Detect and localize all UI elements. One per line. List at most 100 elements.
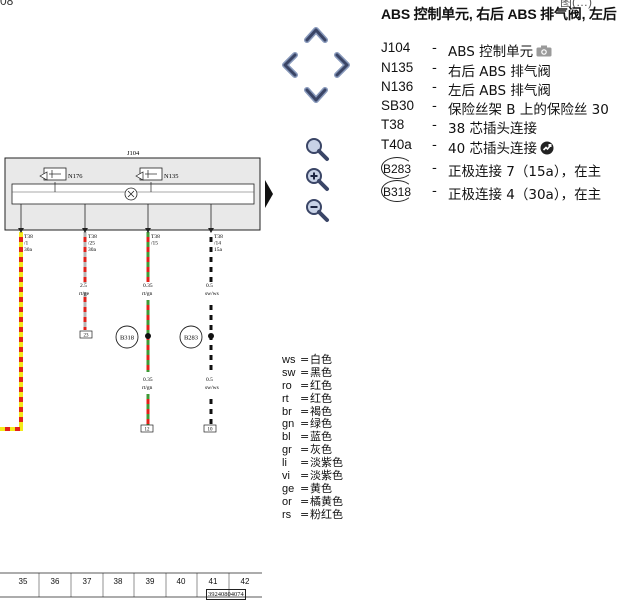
colour-code: ro <box>282 379 292 392</box>
chevron-down-icon <box>304 87 328 103</box>
colour-code: sw <box>282 366 296 379</box>
colour-equals: = <box>300 456 310 470</box>
colour-equals: = <box>300 378 310 392</box>
connector-icon[interactable] <box>540 141 554 155</box>
colour-code: rs <box>282 508 292 521</box>
colour-code: bl <box>282 431 291 444</box>
pin-label: 30a <box>88 247 97 253</box>
connector-label: B318 <box>120 335 134 342</box>
colour-name: 绿色 <box>310 417 332 431</box>
wire-colour-label: rt/ge <box>79 291 90 297</box>
pin-label: /25 <box>88 241 95 247</box>
document-number: 39240804074 <box>206 589 246 600</box>
zoom-in-button[interactable] <box>304 166 330 192</box>
valve-label: N135 <box>164 173 178 180</box>
colour-name: 粉红色 <box>310 507 343 521</box>
colour-name: 黄色 <box>310 481 332 495</box>
pin-label: /15 <box>151 241 158 247</box>
legend-description: 40 芯插头连接 <box>448 137 554 157</box>
magnifier-icon <box>306 138 329 161</box>
camera-icon[interactable] <box>536 45 552 57</box>
solenoid-valve: N135 <box>135 167 178 192</box>
colour-name: 白色 <box>310 353 332 366</box>
scale-number: 42 <box>240 577 250 586</box>
colour-code: br <box>282 405 292 418</box>
reference-label: 23 <box>84 334 90 339</box>
colour-name: 褐色 <box>310 404 332 418</box>
colour-name: 淡紫色 <box>310 469 343 483</box>
colour-equals: = <box>300 494 310 508</box>
scale-number: 35 <box>18 577 28 586</box>
colour-equals: = <box>300 430 310 444</box>
zoom-in-icon <box>306 168 329 191</box>
wire-colour-label: sw/ws <box>205 385 219 391</box>
colour-code: ge <box>282 482 295 495</box>
legend-description-text: 右后 ABS 排气阀 <box>448 64 551 80</box>
legend-separator: - <box>432 40 437 56</box>
page-fragment-label-right: 图(…) <box>560 0 592 9</box>
continuation-arrow <box>265 180 273 208</box>
colour-name: 黑色 <box>310 365 332 379</box>
legend-description: 保险丝架 B 上的保险丝 30 <box>448 98 609 118</box>
connector-circle <box>179 325 203 349</box>
wire-size-label: 2.5 <box>80 283 87 289</box>
reference-label: 10 <box>208 428 214 433</box>
connector-circle <box>115 325 139 349</box>
colour-code: gn <box>282 418 295 431</box>
legend-separator: - <box>432 60 437 76</box>
colour-code: or <box>282 495 292 508</box>
wire-colour-label: sw/ws <box>205 291 219 297</box>
reference-box <box>140 424 154 433</box>
connector-label: B283 <box>184 335 198 342</box>
colour-code: li <box>282 457 287 470</box>
pin-arrow <box>82 228 88 233</box>
legend-description: 正极连接 4（30a），在主 <box>448 183 601 203</box>
legend-code: N136 <box>381 79 414 94</box>
scale-number: 40 <box>176 577 186 586</box>
legend-description: ABS 控制单元 <box>448 40 552 60</box>
legend-separator: - <box>432 117 437 133</box>
legend-description-text: 左后 ABS 排气阀 <box>448 83 551 99</box>
pin-arrow <box>208 228 214 233</box>
zoom-out-button[interactable] <box>304 197 330 223</box>
pin-label: /1 <box>24 241 29 247</box>
legend-code: N135 <box>381 60 414 75</box>
colour-name: 蓝色 <box>310 430 332 444</box>
pin-arrow <box>145 228 151 233</box>
colour-name: 灰色 <box>310 443 332 457</box>
legend-connector-code[interactable]: B318 <box>381 180 413 202</box>
pin-label: /14 <box>214 241 221 247</box>
zoom-out-icon <box>306 199 329 222</box>
wire-size-label: 0.35 <box>143 377 153 383</box>
wire-colour-label: rt/gn <box>142 385 153 391</box>
wire-size-label: 0.35 <box>143 283 153 289</box>
colour-equals: = <box>300 365 310 379</box>
pan-down-button[interactable] <box>304 85 328 105</box>
zoom-fit-button[interactable] <box>304 136 330 162</box>
wire-size-label: 0.5 <box>206 377 213 383</box>
pin-label: T38 <box>88 234 97 240</box>
scale-number: 41 <box>208 577 218 586</box>
legend-connector-code[interactable]: B283 <box>381 157 413 179</box>
pan-up-button[interactable] <box>304 25 328 45</box>
page-fragment-label: 08 <box>0 0 14 8</box>
junction-dot <box>145 333 151 339</box>
unit-label: J104 <box>127 150 140 157</box>
colour-code: gr <box>282 444 292 457</box>
colour-equals: = <box>300 417 310 431</box>
junction-dot <box>208 333 214 339</box>
colour-name: 红色 <box>310 378 332 392</box>
scale-number: 38 <box>113 577 123 586</box>
colour-name: 橘黄色 <box>310 494 343 508</box>
colour-name: 淡紫色 <box>310 456 343 470</box>
legend-code: T38 <box>381 117 405 132</box>
pan-left-button[interactable] <box>280 52 300 78</box>
legend-separator: - <box>432 98 437 114</box>
pan-right-button[interactable] <box>332 52 352 78</box>
pin-label: T38 <box>24 234 33 240</box>
wire-size-label: 0.5 <box>206 283 213 289</box>
chevron-left-icon <box>282 52 298 78</box>
legend-description-text: 40 芯插头连接 <box>448 141 537 157</box>
